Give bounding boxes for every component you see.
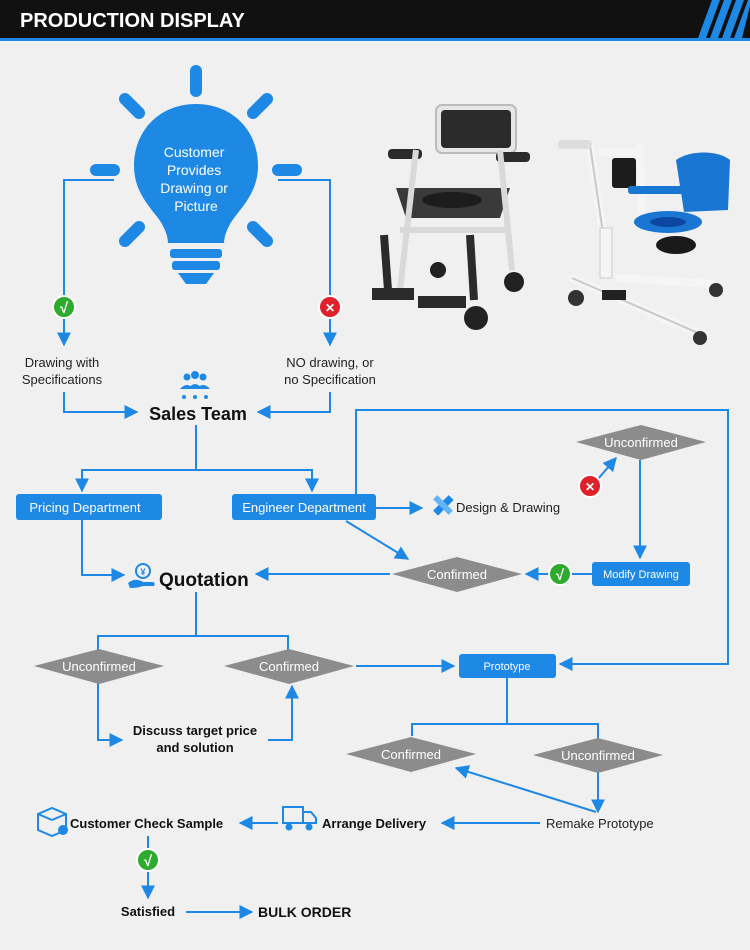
- team-icon: [180, 371, 210, 399]
- svg-text:√: √: [556, 567, 565, 584]
- engineer-department-label: Engineer Department: [242, 500, 366, 515]
- svg-text:√: √: [60, 300, 69, 317]
- confirmed-mid-diamond: Confirmed: [392, 557, 522, 592]
- pricing-department-box: Pricing Department: [16, 494, 162, 520]
- remake-prototype-label: Remake Prototype: [546, 816, 654, 831]
- unconfirmed-bottom-diamond: Unconfirmed: [533, 738, 663, 773]
- confirmed-mid-label: Confirmed: [427, 567, 487, 582]
- design-drawing-label: Design & Drawing: [456, 500, 560, 515]
- page-title: PRODUCTION DISPLAY: [20, 10, 246, 32]
- drawing-with-label-line1: Drawing with: [25, 355, 99, 370]
- check-icon: √: [136, 848, 160, 872]
- pencil-ruler-icon: [433, 495, 454, 516]
- commode-chair-image: [372, 104, 530, 330]
- svg-text:Customer Provides: Customer Provides Drawing or Picture: [160, 144, 232, 214]
- delivery-truck-icon: [282, 806, 317, 831]
- bulb-text-line3: Drawing or: [160, 180, 228, 196]
- confirmed-bottom-diamond: Confirmed: [346, 737, 476, 772]
- discuss-label-line2: and solution: [156, 740, 233, 755]
- check-icon: √: [52, 295, 76, 319]
- bulk-order-label: BULK ORDER: [258, 904, 351, 920]
- header-bar: PRODUCTION DISPLAY: [0, 0, 750, 41]
- unconfirmed-left-label: Unconfirmed: [62, 659, 136, 674]
- unconfirmed-bottom-label: Unconfirmed: [561, 748, 635, 763]
- bulb-text-line4: Picture: [174, 198, 218, 214]
- svg-text:✕: ✕: [325, 301, 335, 315]
- no-drawing-label-line1: NO drawing, or: [286, 355, 374, 370]
- modify-drawing-box: Modify Drawing: [592, 562, 690, 586]
- sales-team-label: Sales Team: [149, 404, 247, 424]
- cross-icon: ✕: [318, 295, 342, 319]
- modify-drawing-label: Modify Drawing: [603, 569, 679, 581]
- engineer-department-box: Engineer Department: [232, 494, 376, 520]
- discuss-label-line1: Discuss target price: [133, 723, 257, 738]
- connectors: [57, 179, 729, 919]
- money-hand-icon: ¥: [128, 563, 155, 588]
- lightbulb-icon: Customer Provides Drawing or Picture: [90, 65, 302, 284]
- confirmed-left-label: Confirmed: [259, 659, 319, 674]
- svg-text:√: √: [144, 853, 153, 870]
- no-drawing-label-line2: no Specification: [284, 372, 376, 387]
- quotation-label: Quotation: [159, 570, 249, 591]
- package-check-icon: [37, 806, 68, 838]
- satisfied-label: Satisfied: [121, 904, 175, 919]
- unconfirmed-left-diamond: Unconfirmed: [34, 649, 164, 684]
- prototype-box: Prototype: [459, 654, 556, 678]
- bulb-text-line1: Customer: [164, 144, 225, 160]
- transfer-lift-image: [558, 140, 730, 345]
- arrange-delivery-label: Arrange Delivery: [322, 816, 427, 831]
- unconfirmed-top-label: Unconfirmed: [604, 435, 678, 450]
- pricing-department-label: Pricing Department: [29, 500, 141, 515]
- svg-text:✕: ✕: [585, 480, 595, 494]
- header-stripes: [698, 0, 750, 38]
- cross-icon: ✕: [578, 474, 602, 498]
- drawing-with-label-line2: Specifications: [22, 372, 103, 387]
- confirmed-left-diamond: Confirmed: [224, 649, 354, 684]
- confirmed-bottom-label: Confirmed: [381, 747, 441, 762]
- prototype-label: Prototype: [483, 661, 530, 673]
- svg-text:¥: ¥: [140, 567, 145, 577]
- check-icon: √: [548, 562, 572, 586]
- customer-check-sample-label: Customer Check Sample: [70, 816, 223, 831]
- bulb-text-line2: Provides: [167, 162, 221, 178]
- unconfirmed-top-diamond: Unconfirmed: [576, 425, 706, 460]
